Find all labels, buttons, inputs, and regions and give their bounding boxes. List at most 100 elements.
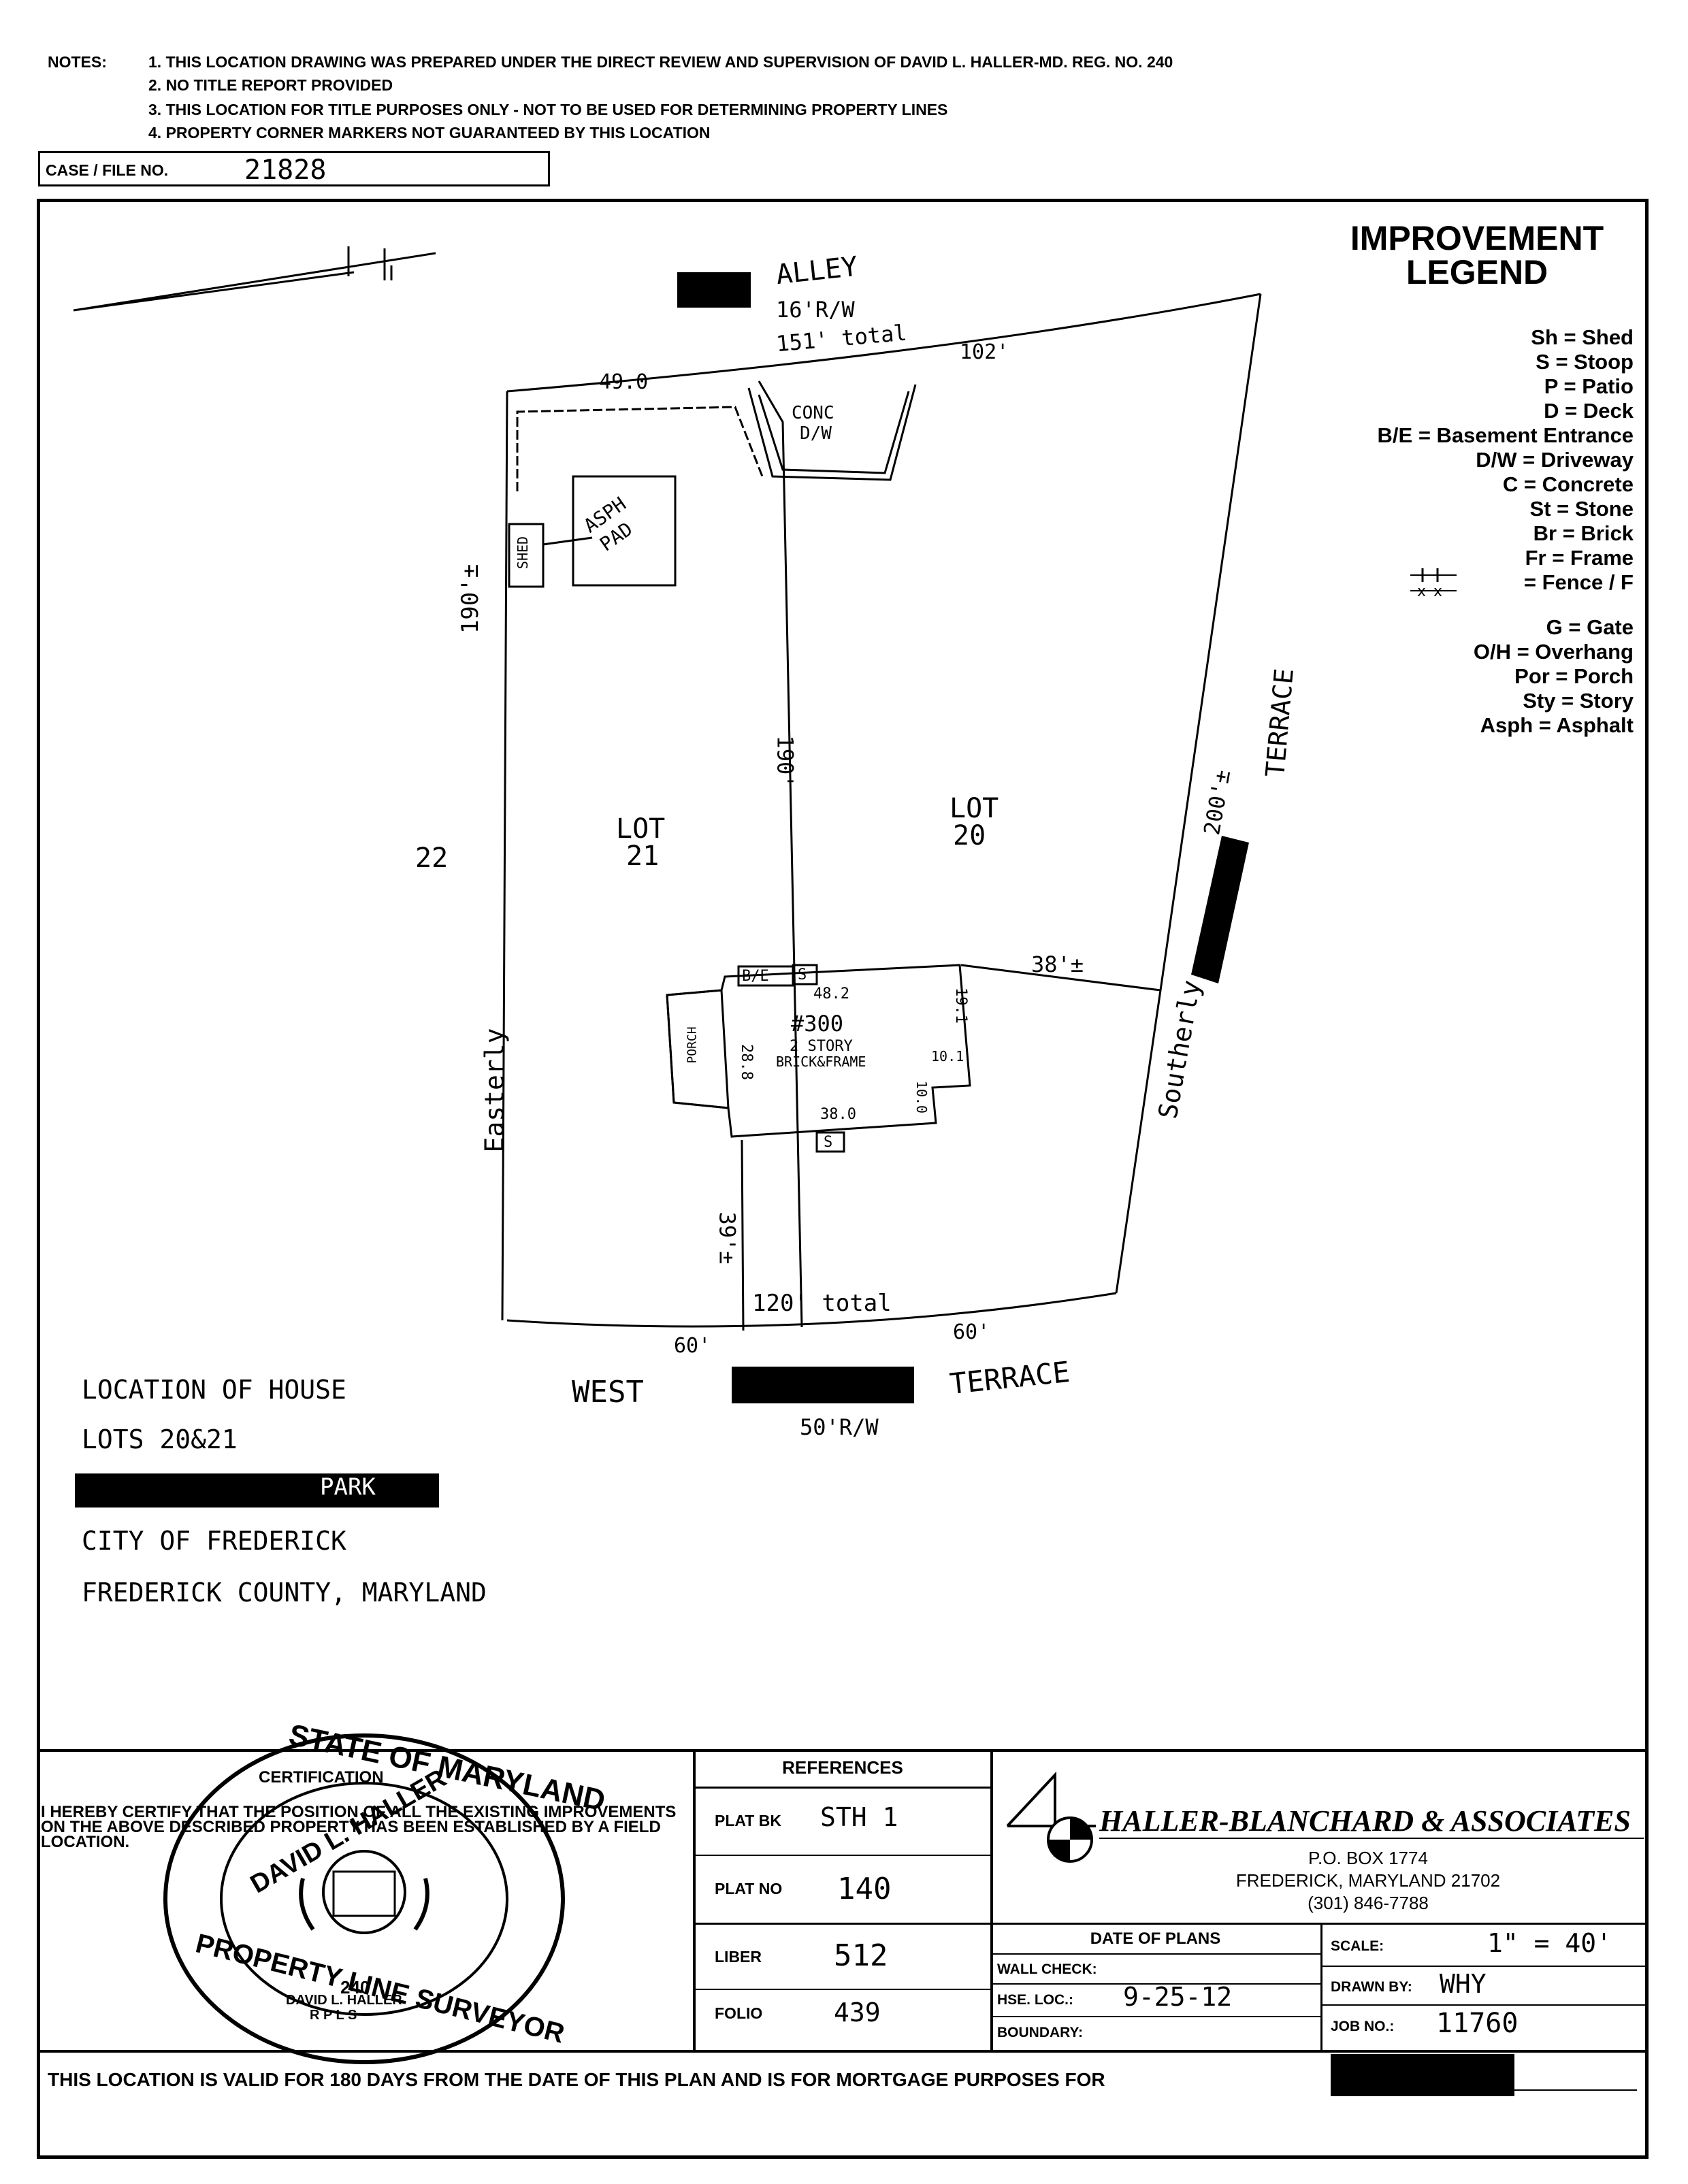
front-dimension-line xyxy=(741,1139,745,1331)
dim-10-1: 10.1 xyxy=(931,1048,964,1064)
left-dim-label: 190'± xyxy=(457,564,485,634)
location-line-5: FREDERICK COUNTY, MARYLAND xyxy=(82,1578,487,1608)
survey-frame xyxy=(37,199,1649,2159)
dates-top-rule xyxy=(990,1923,1649,1925)
legend-item: C = Concrete xyxy=(1502,472,1634,496)
location-line-1: LOCATION OF HOUSE xyxy=(82,1375,346,1405)
ref-row-rule-3 xyxy=(693,1989,992,1990)
scale-label: SCALE: xyxy=(1331,1938,1384,1954)
plat-bk-label: PLAT BK xyxy=(715,1812,781,1829)
meta-rule-1 xyxy=(1320,1966,1649,1967)
scale-value: 1" = 40' xyxy=(1487,1928,1612,1958)
side-dimension-line xyxy=(960,964,1161,992)
certification-text: I HEREBY CERTIFY THAT THE POSITION OF AL… xyxy=(41,1803,677,1851)
bottom-total-label: 120' total xyxy=(752,1290,892,1317)
fence-symbol-icon: x x xyxy=(1410,568,1457,599)
southerly-line xyxy=(1115,293,1262,1294)
dates-meta-divider xyxy=(1320,1923,1322,2052)
plat-no-label: PLAT NO xyxy=(715,1880,783,1897)
top-right-dim: 102' xyxy=(960,340,1009,364)
cert-ref-divider xyxy=(693,1749,696,2052)
top-left-dim: 49.0 xyxy=(599,370,649,394)
legend-item: G = Gate xyxy=(1546,615,1634,639)
bottom-right-dim: 60' xyxy=(953,1320,990,1344)
location-line-3: PARK xyxy=(320,1473,376,1501)
company-phone: (301) 846-7788 xyxy=(1308,1893,1429,1913)
footer-top-rule xyxy=(38,2050,1649,2053)
legend-item: P = Patio xyxy=(1544,374,1634,398)
note-2: 2. NO TITLE REPORT PROVIDED xyxy=(148,76,393,94)
legend-item: S = Stoop xyxy=(1536,350,1634,374)
location-line-2: LOTS 20&21 xyxy=(82,1424,238,1454)
dw-label: D/W xyxy=(800,423,832,444)
svg-text:x: x xyxy=(1417,583,1426,599)
meta-rule-2 xyxy=(1320,2004,1649,2006)
dates-rule-2 xyxy=(990,1983,1320,1985)
house-material: BRICK&FRAME xyxy=(776,1054,866,1070)
dim-10-0: 10.0 xyxy=(913,1080,930,1114)
shed-outline xyxy=(508,523,545,588)
footer-fill-line xyxy=(1514,2089,1637,2091)
legend-title-line1: IMPROVEMENT xyxy=(1350,219,1604,257)
dim-28-8: 28.8 xyxy=(737,1044,755,1080)
wall-check-label: WALL CHECK: xyxy=(997,1961,1097,1977)
lot22-label: 22 xyxy=(415,843,449,874)
seal-rps-text: R P L S xyxy=(310,2008,357,2023)
legend-item: Fr = Frame xyxy=(1525,546,1634,570)
asph-pad-outline xyxy=(572,475,677,587)
note-1: 1. THIS LOCATION DRAWING WAS PREPARED UN… xyxy=(148,53,1173,71)
drawn-by-value: WHY xyxy=(1440,1969,1487,1999)
be-label: B/E xyxy=(742,968,769,985)
redaction-alley xyxy=(677,272,751,308)
porch-label: PORCH xyxy=(685,1026,700,1064)
job-no-value: 11760 xyxy=(1436,2008,1519,2039)
side-38-label: 38'± xyxy=(1031,951,1084,977)
lot20-number: 20 xyxy=(953,820,986,851)
stoop-top-label: S xyxy=(798,966,807,983)
conc-label: CONC xyxy=(792,403,834,423)
shed-leader xyxy=(542,536,593,546)
lot20-label: LOT xyxy=(950,793,999,824)
house-stories: 2 STORY xyxy=(790,1038,853,1055)
company-name-underline xyxy=(1099,1838,1644,1839)
seal-reg-text: 240 xyxy=(340,1977,370,1998)
legend-item: = Fence / F xyxy=(1523,570,1634,594)
ref-company-divider xyxy=(990,1749,993,2052)
seal-name2-text: DAVID L. HALLER xyxy=(286,1993,402,2008)
redaction-park xyxy=(75,1473,439,1507)
note-4: 4. PROPERTY CORNER MARKERS NOT GUARANTEE… xyxy=(148,124,711,142)
redaction-terrace xyxy=(1191,836,1249,983)
company-logo-icon xyxy=(1006,1771,1096,1863)
stoop-bottom-label: S xyxy=(824,1134,833,1151)
company-address-1: P.O. BOX 1774 xyxy=(1308,1848,1428,1868)
redaction-footer xyxy=(1331,2054,1514,2096)
stoop-bottom-box xyxy=(815,1131,845,1153)
hse-loc-value: 9-25-12 xyxy=(1123,1982,1233,2012)
dim-48-2: 48.2 xyxy=(813,985,849,1003)
note-3: 3. THIS LOCATION FOR TITLE PURPOSES ONLY… xyxy=(148,101,948,118)
ref-row-rule-1 xyxy=(693,1855,992,1856)
footer-validity-text: THIS LOCATION IS VALID FOR 180 DAYS FROM… xyxy=(48,2069,1105,2090)
legend-item: Sh = Shed xyxy=(1531,325,1634,349)
title-block-top-rule xyxy=(38,1749,1649,1752)
liber-label: LIBER xyxy=(715,1948,762,1966)
hse-loc-label: HSE. LOC.: xyxy=(997,1992,1074,2008)
alley-line xyxy=(506,293,1261,393)
ref-title-rule xyxy=(693,1787,992,1789)
references-title: REFERENCES xyxy=(782,1757,903,1778)
legend-item: D = Deck xyxy=(1544,399,1634,423)
dim-38-0: 38.0 xyxy=(820,1106,856,1123)
front-39-label: 39'± xyxy=(714,1211,741,1265)
alley-rw-label: 16'R/W xyxy=(776,297,855,323)
dim-19-1: 19.1 xyxy=(952,988,969,1024)
location-line-4: CITY OF FREDERICK xyxy=(82,1526,346,1556)
ref-row-rule-2 xyxy=(693,1923,992,1925)
plat-no-value: 140 xyxy=(837,1872,892,1906)
folio-label: FOLIO xyxy=(715,2004,763,2022)
case-file-label: CASE / FILE NO. xyxy=(46,161,169,179)
porch-outline xyxy=(666,989,730,1109)
svg-text:x: x xyxy=(1433,583,1442,599)
dates-rule-3 xyxy=(990,2016,1320,2017)
legend-item: B/E = Basement Entrance xyxy=(1377,423,1634,447)
